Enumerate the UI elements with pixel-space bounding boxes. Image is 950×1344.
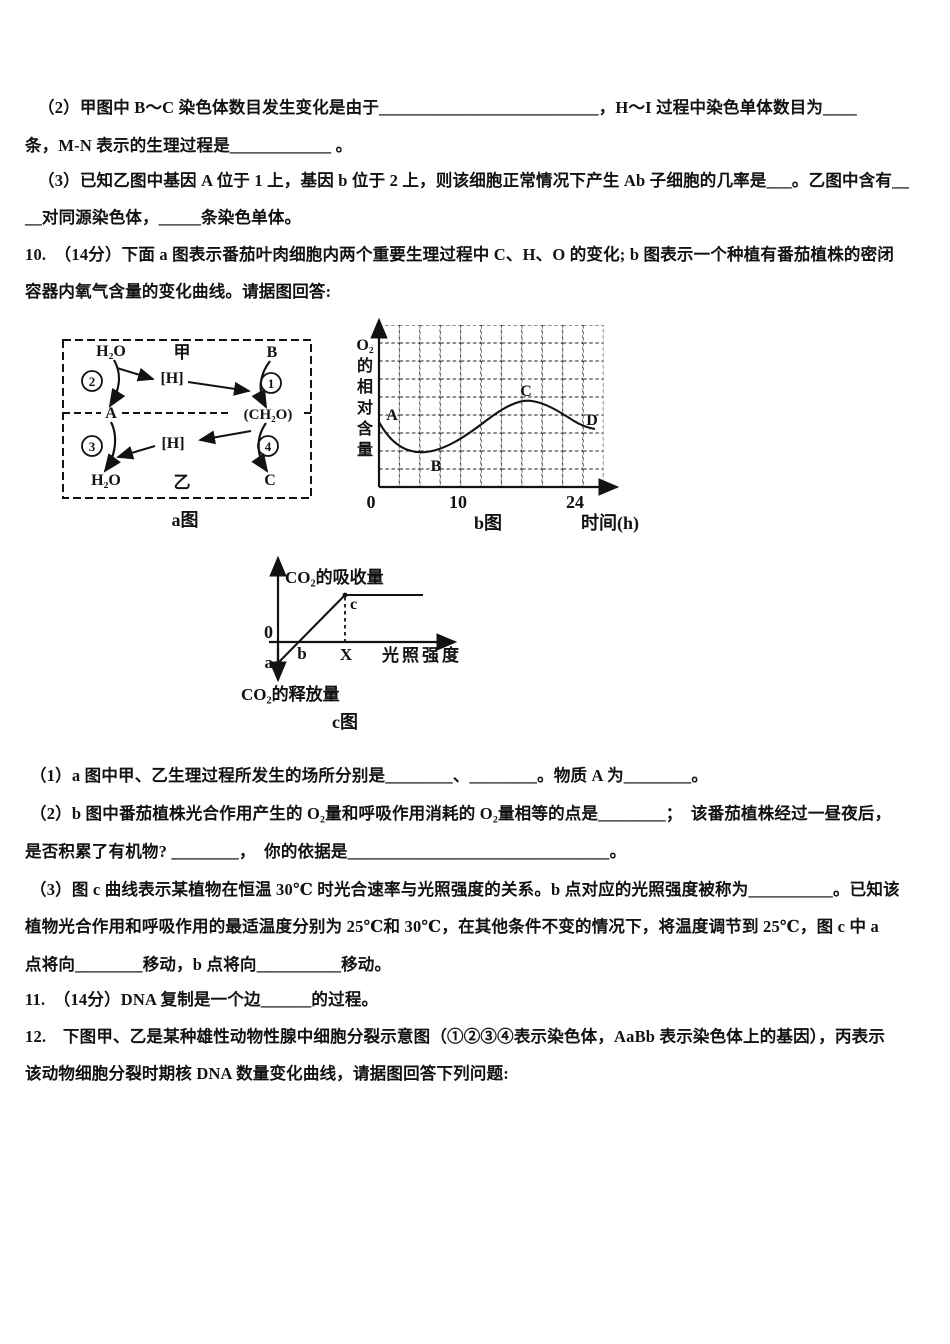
figA-h2o-top-label: H₂O [96,343,126,360]
figC-xlabel: 光照强度 [381,645,462,665]
q10-sub2-line2: 是否积累了有机物? ________， 你的依据是_______________… [25,842,627,861]
figB-point-B-label: B [431,458,442,475]
figB-ylabel-char: 含 [357,419,374,438]
figA-arrow-to-h-top [116,367,155,382]
figA-c-label: C [264,472,276,489]
figC-point-c-label: c [350,596,357,613]
figC-point-a-label: a [265,653,274,672]
figB-ylabel-char: 的 [357,356,373,375]
figA-caption: a图 [172,510,199,530]
figC-caption: c图 [332,712,358,732]
q9-part2-line1: （2）甲图中 B～C 染色体数目发生变化是由于_________________… [38,98,857,117]
figA-outer-box [62,339,312,499]
q12-line2: 该动物细胞分裂时期核 DNA 数量变化曲线，请据图回答下列问题: [25,1064,509,1083]
figB-o2-curve [378,399,596,454]
figB-ylabel-char: 对 [357,398,373,417]
figB-point-D-label: D [586,412,598,429]
q10-sub2-line1: （2）b 图中番茄植株光合作用产生的 O₂量和呼吸作用消耗的 O₂量相等的点是_… [30,804,892,823]
figA-arrow-h-to-right [187,381,251,396]
figA-b-label: B [267,344,278,361]
q10-sub3-line2: 植物光合作用和呼吸作用的最适温度分别为 25℃和 30℃，在其他条件不变的情况下… [25,917,879,936]
figA-circle-2-icon [81,370,103,392]
q12-line1: 12. 下图甲、乙是某种雄性动物性腺中细胞分裂示意图（①②③④表示染色体，AaB… [25,1027,886,1046]
figA-circle-3-label: 3 [89,439,96,454]
figC-x-point-label: X [340,645,353,664]
figA-arrow-h2o-to-a [108,359,126,408]
q10-intro-line2: 容器内氧气含量的变化曲线。请据图回答: [25,282,332,301]
figB-point-A-label: A [386,407,398,424]
figC-ylabel-release: CO₂的释放量 [241,684,340,704]
figA-jia-label: 甲 [174,343,191,362]
figA-circle-2-label: 2 [89,374,96,389]
figA-circle-1-label: 1 [268,376,275,391]
figB-tick-0: 0 [367,492,376,512]
figB-ylabel-char: 量 [357,441,373,459]
figA-arrow-b-to-ch2o [251,360,271,409]
q9-part3-line1: （3）已知乙图中基因 A 位于 1 上，基因 b 位于 2 上，则该细胞正常情况… [38,171,910,190]
figC-point-c-dot [342,592,348,598]
figA-h2o-bottom-label: H₂O [91,472,121,489]
figA-h-bottom-label: [H] [161,435,184,452]
figA-circle-4-label: 4 [265,439,272,454]
figC-point-a-dot [275,660,281,666]
figA-yi-label: 乙 [174,473,191,492]
figB-ylabel-char: 相 [357,377,373,396]
figA-arrow-ch2o-to-h [198,430,252,445]
q10-sub1: （1）a 图中甲、乙生理过程所发生的场所分别是________、________… [30,766,709,785]
q10-sub3-line1: （3）图 c 曲线表示某植物在恒温 30℃ 时光合速率与光照强度的关系。b 点对… [30,880,900,899]
figC-rising-line [277,594,346,664]
figA-a-label: A [105,405,117,422]
figure-b-chart: O₂ 的 相 对 含 量 A B C D 0 10 24 b图 时间(h) [356,317,639,534]
figB-xlabel: 时间(h) [581,513,639,534]
figB-tick-24: 24 [566,492,584,512]
figure-a-diagram: H₂O 甲 B 2 [H] 1 A (CH₂O) 3 [H] 4 H₂O 乙 C… [62,339,312,530]
q10-sub3-line3: 点将向________移动，b 点将向__________移动。 [25,955,392,974]
figC-origin-label: 0 [264,622,273,642]
q10-intro-line1: 10. （14分）下面 a 图表示番茄叶肉细胞内两个重要生理过程中 C、H、O … [25,245,895,264]
figC-point-b-label: b [297,644,306,663]
figB-caption: b图 [474,513,502,533]
q11-line: 11. （14分）DNA 复制是一个边______的过程。 [25,990,379,1009]
figA-ch2o-label: (CH₂O) [244,407,293,423]
figA-arrow-ch2o-to-c [251,422,269,473]
figB-ylabel-char: O₂ [356,337,373,354]
figA-arrow-a-to-h2o [103,421,121,473]
q9-part2-line2: 条，M-N 表示的生理过程是____________ 。 [25,136,353,155]
figure-c-chart: CO₂的吸收量 0 a b c X 光照强度 CO₂的释放量 c图 [241,555,462,732]
figB-grid [379,325,604,487]
figA-arrow-h-to-left [116,445,156,460]
figA-circle-3-icon [81,435,103,457]
q9-part3-line2: __对同源染色体，_____条染色单体。 [25,208,302,227]
figB-point-C-label: C [520,383,532,400]
figA-h-top-label: [H] [160,370,183,387]
figC-ylabel-absorb: CO₂的吸收量 [285,567,384,587]
figB-tick-10: 10 [449,492,467,512]
